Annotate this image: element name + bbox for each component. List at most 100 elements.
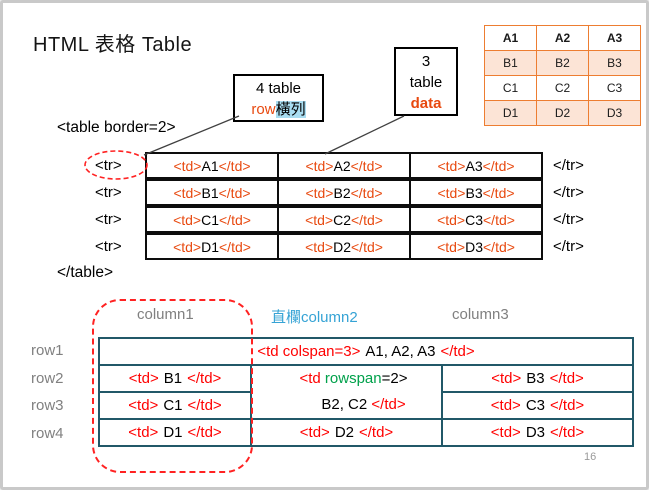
mini-cell-a2: A2 <box>536 25 589 51</box>
code-row-3: <tr> <td>C1</td> <td>C2</td> <td>C3</td>… <box>95 206 584 233</box>
cell-value: B1 <box>163 370 183 387</box>
mini-cell-c3: C3 <box>588 75 641 101</box>
column1-header: column1 <box>137 306 194 323</box>
mini-cell-a1: A1 <box>484 25 537 51</box>
code-cell-d2: <td>D2</td> <box>277 233 411 260</box>
td-close-tag: </td> <box>482 184 515 201</box>
code-cells-row2: <td>B1</td> <td>B2</td> <td>B3</td> <box>145 179 543 206</box>
tr-close-tag: </tr> <box>553 184 584 201</box>
code-cells-row3: <td>C1</td> <td>C2</td> <td>C3</td> <box>145 206 543 233</box>
code-cell-b1: <td>B1</td> <box>145 179 279 206</box>
colspan-cell: <td colspan=3>A1, A2, A3</td> <box>98 337 634 366</box>
code-cell-a3: <td>A3</td> <box>409 152 543 179</box>
td-close-tag: </td> <box>350 157 383 174</box>
td-open-tag: <td> <box>490 397 521 414</box>
code-row-1: <tr> <td>A1</td> <td>A2</td> <td>A3</td>… <box>95 152 584 179</box>
code-cell-d3: <td>D3</td> <box>409 233 543 260</box>
td-open-tag: <td> <box>128 397 159 414</box>
cell-value: A3 <box>465 157 483 174</box>
cell-value: B2 <box>333 184 351 201</box>
td-close-tag: </td> <box>187 424 222 441</box>
code-cell-c2: <td>C2</td> <box>277 206 411 233</box>
td-open-tag: <td> <box>299 424 330 441</box>
td-open-tag: <td> <box>305 238 334 255</box>
td-open-tag: <td> <box>437 184 466 201</box>
td-rowspan-open-tag: <td <box>299 370 325 387</box>
mini-row-c: C1 C2 C3 <box>484 75 641 101</box>
rowspan-attr-value: =2> <box>381 370 408 387</box>
data-word-table: table <box>409 74 443 91</box>
table-close-tag-code: </table> <box>57 264 114 281</box>
tr-open-tag: <tr> <box>95 184 122 201</box>
code-cell-c3: <td>C3</td> <box>409 206 543 233</box>
column2-header: 直欄column2 <box>271 309 358 326</box>
td-close-tag: </td> <box>351 211 383 228</box>
td-close-tag: </td> <box>550 424 585 441</box>
cell-value: B2, C2 <box>321 396 368 413</box>
td-close-tag: </td> <box>219 211 251 228</box>
row3-label: row3 <box>31 397 64 414</box>
diagram-row-2: <td>B1</td> <td rowspan=2> B2, C2 </td> … <box>98 364 634 420</box>
tr-open-tag: <tr> <box>95 238 122 255</box>
tr-close-tag: </tr> <box>553 238 584 255</box>
cell-value: C1 <box>163 397 183 414</box>
td-open-tag: <td> <box>305 157 334 174</box>
td-open-tag: <td> <box>437 211 466 228</box>
code-cell-b2: <td>B2</td> <box>277 179 411 206</box>
cell-value: D1 <box>201 238 219 255</box>
td-close-tag: </td> <box>483 211 515 228</box>
td-close-tag: </td> <box>482 157 515 174</box>
td-open-tag: <td> <box>305 211 334 228</box>
td-open-tag: <td> <box>173 211 202 228</box>
td-close-tag: </td> <box>371 396 406 413</box>
td-close-tag: </td> <box>219 238 251 255</box>
diagram-row-4: <td>D1</td> <td>D2</td> <td>D3</td> <box>98 418 634 447</box>
diagram-cell-c1: <td>C1</td> <box>98 391 252 420</box>
table-open-tag-code: <table border=2> <box>57 119 176 136</box>
cell-value: B1 <box>201 184 219 201</box>
row-cn-label: 橫列 <box>275 101 306 118</box>
code-cell-c1: <td>C1</td> <box>145 206 279 233</box>
td-open-tag: <td> <box>128 424 159 441</box>
code-row-2: <tr> <td>B1</td> <td>B2</td> <td>B3</td>… <box>95 179 584 206</box>
td-close-tag: </td> <box>187 397 222 414</box>
td-colspan-open-tag: <td colspan=3> <box>257 343 361 360</box>
code-cell-b3: <td>B3</td> <box>409 179 543 206</box>
span-example-table: <td colspan=3>A1, A2, A3</td> <td>B1</td… <box>98 337 634 447</box>
td-close-tag: </td> <box>440 343 475 360</box>
tr-open-tag: <tr> <box>95 157 122 174</box>
cell-value: C3 <box>465 211 483 228</box>
cell-value: C3 <box>525 397 545 414</box>
result-preview-table: A1 A2 A3 B1 B2 B3 C1 C2 C3 D1 D2 D3 <box>484 25 641 126</box>
cell-value: D2 <box>333 238 351 255</box>
td-open-tag: <td> <box>173 184 202 201</box>
mini-row-a: A1 A2 A3 <box>484 25 641 51</box>
td-open-tag: <td> <box>490 424 521 441</box>
mini-cell-d1: D1 <box>484 100 537 126</box>
diagram-cell-b3: <td>B3</td> <box>441 364 634 393</box>
td-open-tag: <td> <box>437 238 466 255</box>
diagram-row-3: <td>C1</td> <td>C3</td> <box>98 391 634 420</box>
row-keyword: row <box>251 101 276 118</box>
row-keyword-line: row橫列 <box>235 99 322 120</box>
data-count-callout: 3 table data <box>394 47 458 116</box>
mini-cell-d3: D3 <box>588 100 641 126</box>
row2-label: row2 <box>31 370 64 387</box>
td-close-tag: </td> <box>483 238 515 255</box>
tr-close-tag: </tr> <box>553 157 584 174</box>
cell-value: A2 <box>333 157 351 174</box>
tr-close-tag: </tr> <box>553 211 584 228</box>
mini-cell-a3: A3 <box>588 25 641 51</box>
diagram-row-1: <td colspan=3>A1, A2, A3</td> <box>98 337 634 366</box>
column3-header: column3 <box>452 306 509 323</box>
code-cells-row4: <td>D1</td> <td>D2</td> <td>D3</td> <box>145 233 543 260</box>
row4-label: row4 <box>31 425 64 442</box>
data-keyword: data <box>410 95 442 112</box>
mini-cell-b1: B1 <box>484 50 537 76</box>
td-close-tag: </td> <box>351 238 383 255</box>
cell-value: D1 <box>163 424 183 441</box>
diagram-cell-d3: <td>D3</td> <box>441 418 634 447</box>
td-open-tag: <td> <box>437 157 466 174</box>
cell-value: C1 <box>201 211 219 228</box>
